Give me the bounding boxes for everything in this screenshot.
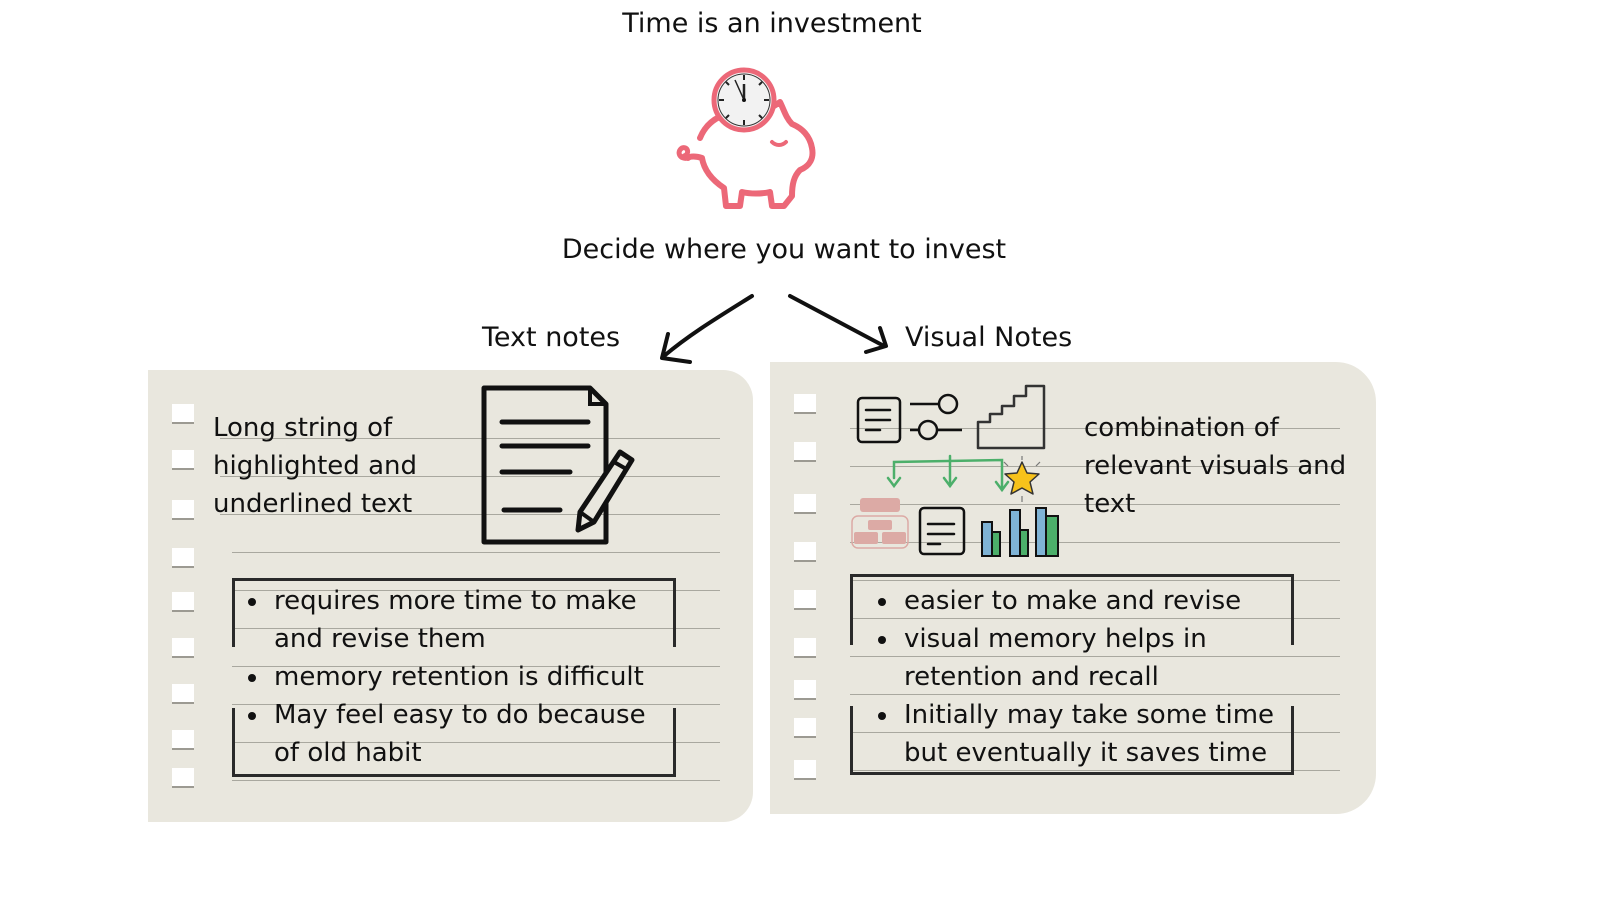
piggy-bank-clock-icon bbox=[676, 67, 816, 209]
bar-chart-icon bbox=[981, 507, 1059, 557]
visual-notes-collage-icon bbox=[851, 384, 1059, 557]
text-notes-description: Long string of highlighted and underline… bbox=[213, 409, 417, 523]
star-icon bbox=[1003, 456, 1041, 502]
branching-arrows-icon bbox=[886, 454, 1010, 493]
bracket-bottom bbox=[850, 706, 1294, 775]
blocks-icon bbox=[851, 498, 909, 549]
sliders-icon bbox=[910, 393, 962, 441]
description-line: Long string of bbox=[213, 413, 393, 443]
arrow-right-icon bbox=[788, 294, 888, 354]
note-icon bbox=[856, 396, 902, 444]
main-title: Time is an investment bbox=[622, 8, 922, 39]
document-pencil-icon bbox=[481, 385, 635, 545]
description-line: text bbox=[1084, 489, 1136, 519]
branch-arrows bbox=[660, 294, 888, 364]
description-line: underlined text bbox=[213, 489, 413, 519]
pencil-icon bbox=[575, 449, 635, 533]
arrow-left-icon bbox=[660, 294, 754, 364]
visual-notes-card bbox=[770, 362, 1376, 814]
description-line: combination of bbox=[1084, 413, 1279, 443]
bracket-top bbox=[232, 578, 676, 647]
bullet-item: easier to make and revise bbox=[862, 582, 1274, 620]
clock-icon bbox=[711, 67, 777, 133]
visual-notes-description: combination of relevant visuals and text bbox=[1084, 409, 1346, 523]
subtitle: Decide where you want to invest bbox=[561, 234, 1007, 265]
bullet-item: memory retention is difficult bbox=[232, 658, 646, 696]
text-notes-card bbox=[148, 370, 753, 822]
branch-heading-text-notes: Text notes bbox=[482, 322, 621, 353]
stairs-icon bbox=[976, 384, 1046, 450]
description-line: relevant visuals and bbox=[1084, 451, 1347, 481]
branch-heading-visual-notes: Visual Notes bbox=[905, 322, 1073, 353]
bracket-top bbox=[850, 574, 1294, 645]
note-icon-2 bbox=[918, 506, 966, 556]
bracket-bottom bbox=[232, 708, 676, 777]
visual-notes-bullets: easier to make and revise visual memory … bbox=[862, 582, 1274, 772]
description-line: highlighted and bbox=[213, 451, 417, 481]
